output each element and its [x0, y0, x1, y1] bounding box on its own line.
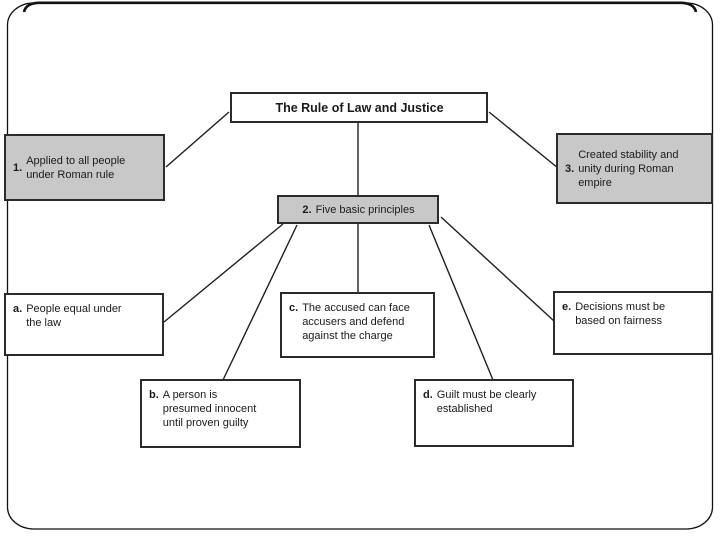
node-2-prefix: 2. — [302, 203, 312, 216]
node-1-prefix: 1. — [13, 161, 23, 174]
node-3-text: Created stability and unity during Roman… — [578, 148, 679, 189]
node-c-text: The accused can face accusers and defend… — [302, 302, 410, 342]
connector-2-to-e — [440, 216, 555, 322]
node-b-presumed-innocent: b. A person is presumed innocent until p… — [140, 379, 301, 448]
node-b-prefix: b. — [149, 389, 159, 401]
node-2-text: Five basic principles — [315, 203, 415, 216]
node-a-prefix: a. — [13, 303, 23, 315]
slide-frame-top-edge — [22, 1, 698, 13]
node-a-people-equal: a. People equal under the law — [4, 293, 164, 356]
node-c-accused-can-face: c. The accused can face accusers and def… — [280, 292, 435, 358]
connector-2-to-a — [163, 223, 284, 323]
connector-root-to-1 — [165, 111, 230, 168]
node-1-applied-to-all: 1. Applied to all people under Roman rul… — [4, 134, 165, 201]
slide-frame-border — [6, 2, 714, 530]
node-e-decisions-fairness: e. Decisions must be based on fairness — [553, 291, 713, 355]
node-e-text: Decisions must be based on fairness — [575, 301, 666, 327]
node-e-prefix: e. — [562, 301, 572, 313]
node-rule-of-law-title: The Rule of Law and Justice — [230, 92, 488, 123]
node-a-text: People equal under the law — [26, 303, 122, 329]
connector-2-to-b — [222, 224, 298, 381]
connector-2-to-d — [428, 224, 494, 381]
connector-root-to-3 — [488, 111, 559, 169]
node-d-prefix: d. — [423, 389, 433, 401]
node-d-text: Guilt must be clearly established — [436, 389, 537, 415]
node-d-guilt-established: d. Guilt must be clearly established — [414, 379, 574, 447]
node-3-prefix: 3. — [565, 162, 575, 175]
node-b-text: A person is presumed innocent until prov… — [162, 389, 257, 429]
rule-of-law-title-label: The Rule of Law and Justice — [275, 100, 444, 115]
node-1-text: Applied to all people under Roman rule — [26, 154, 126, 181]
node-c-prefix: c. — [289, 302, 299, 314]
node-3-created-stability: 3. Created stability and unity during Ro… — [556, 133, 713, 204]
node-2-five-principles: 2. Five basic principles — [277, 195, 439, 224]
